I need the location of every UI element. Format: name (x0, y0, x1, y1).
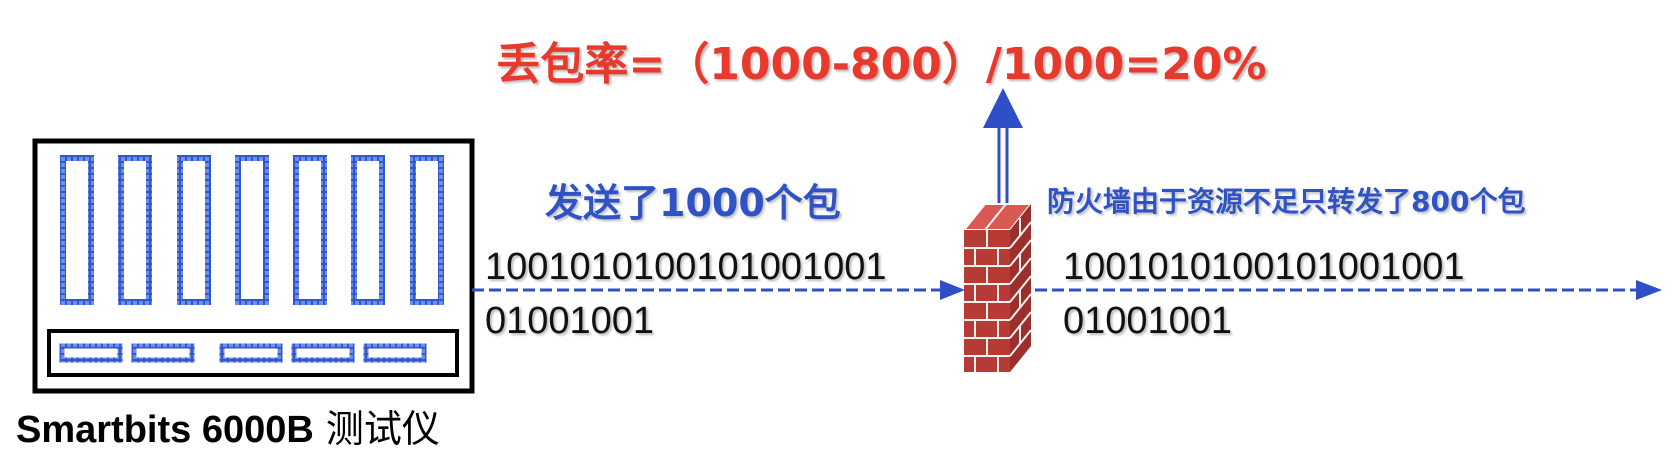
device-port (131, 343, 195, 363)
device-name: Smartbits 6000B (16, 409, 314, 451)
device-slot (60, 155, 94, 305)
device-slots (60, 155, 444, 305)
device-port (59, 343, 123, 363)
device-slot (118, 155, 152, 305)
bitstream-line: 1001010100101001001 (1063, 246, 1465, 288)
device-bottom-panel (47, 329, 459, 377)
device-slot (177, 155, 211, 305)
arrow-up (983, 88, 1023, 205)
device-slot (293, 155, 327, 305)
bitstream-line: 1001010100101001001 (485, 246, 887, 288)
device-suffix: 测试仪 (313, 407, 440, 451)
packet-loss-formula: 丢包率=（1000-800）/1000=20% (496, 39, 1267, 90)
device-slot (351, 155, 385, 305)
arrow-from-firewall (1035, 280, 1662, 300)
forwarded-packets-label: 防火墙由于资源不足只转发了800个包 (1047, 185, 1526, 218)
arrow-to-firewall (472, 280, 965, 300)
device-port (291, 343, 355, 363)
device-ports (59, 343, 427, 363)
device-port (363, 343, 427, 363)
device-slot (235, 155, 269, 305)
bitstream-line: 01001001 (485, 300, 655, 342)
firewall-icon (961, 203, 1034, 372)
device-port (219, 343, 283, 363)
bitstream-right: 1001010100101001001 01001001 (1063, 240, 1465, 348)
bitstream-left: 1001010100101001001 01001001 (485, 240, 887, 348)
sent-packets-label: 发送了1000个包 (545, 181, 841, 225)
device-chassis (32, 138, 475, 394)
smartbits-device (32, 138, 475, 394)
device-slot (410, 155, 444, 305)
bitstream-line: 01001001 (1063, 300, 1233, 342)
device-caption: Smartbits 6000B 测试仪 (16, 398, 440, 453)
